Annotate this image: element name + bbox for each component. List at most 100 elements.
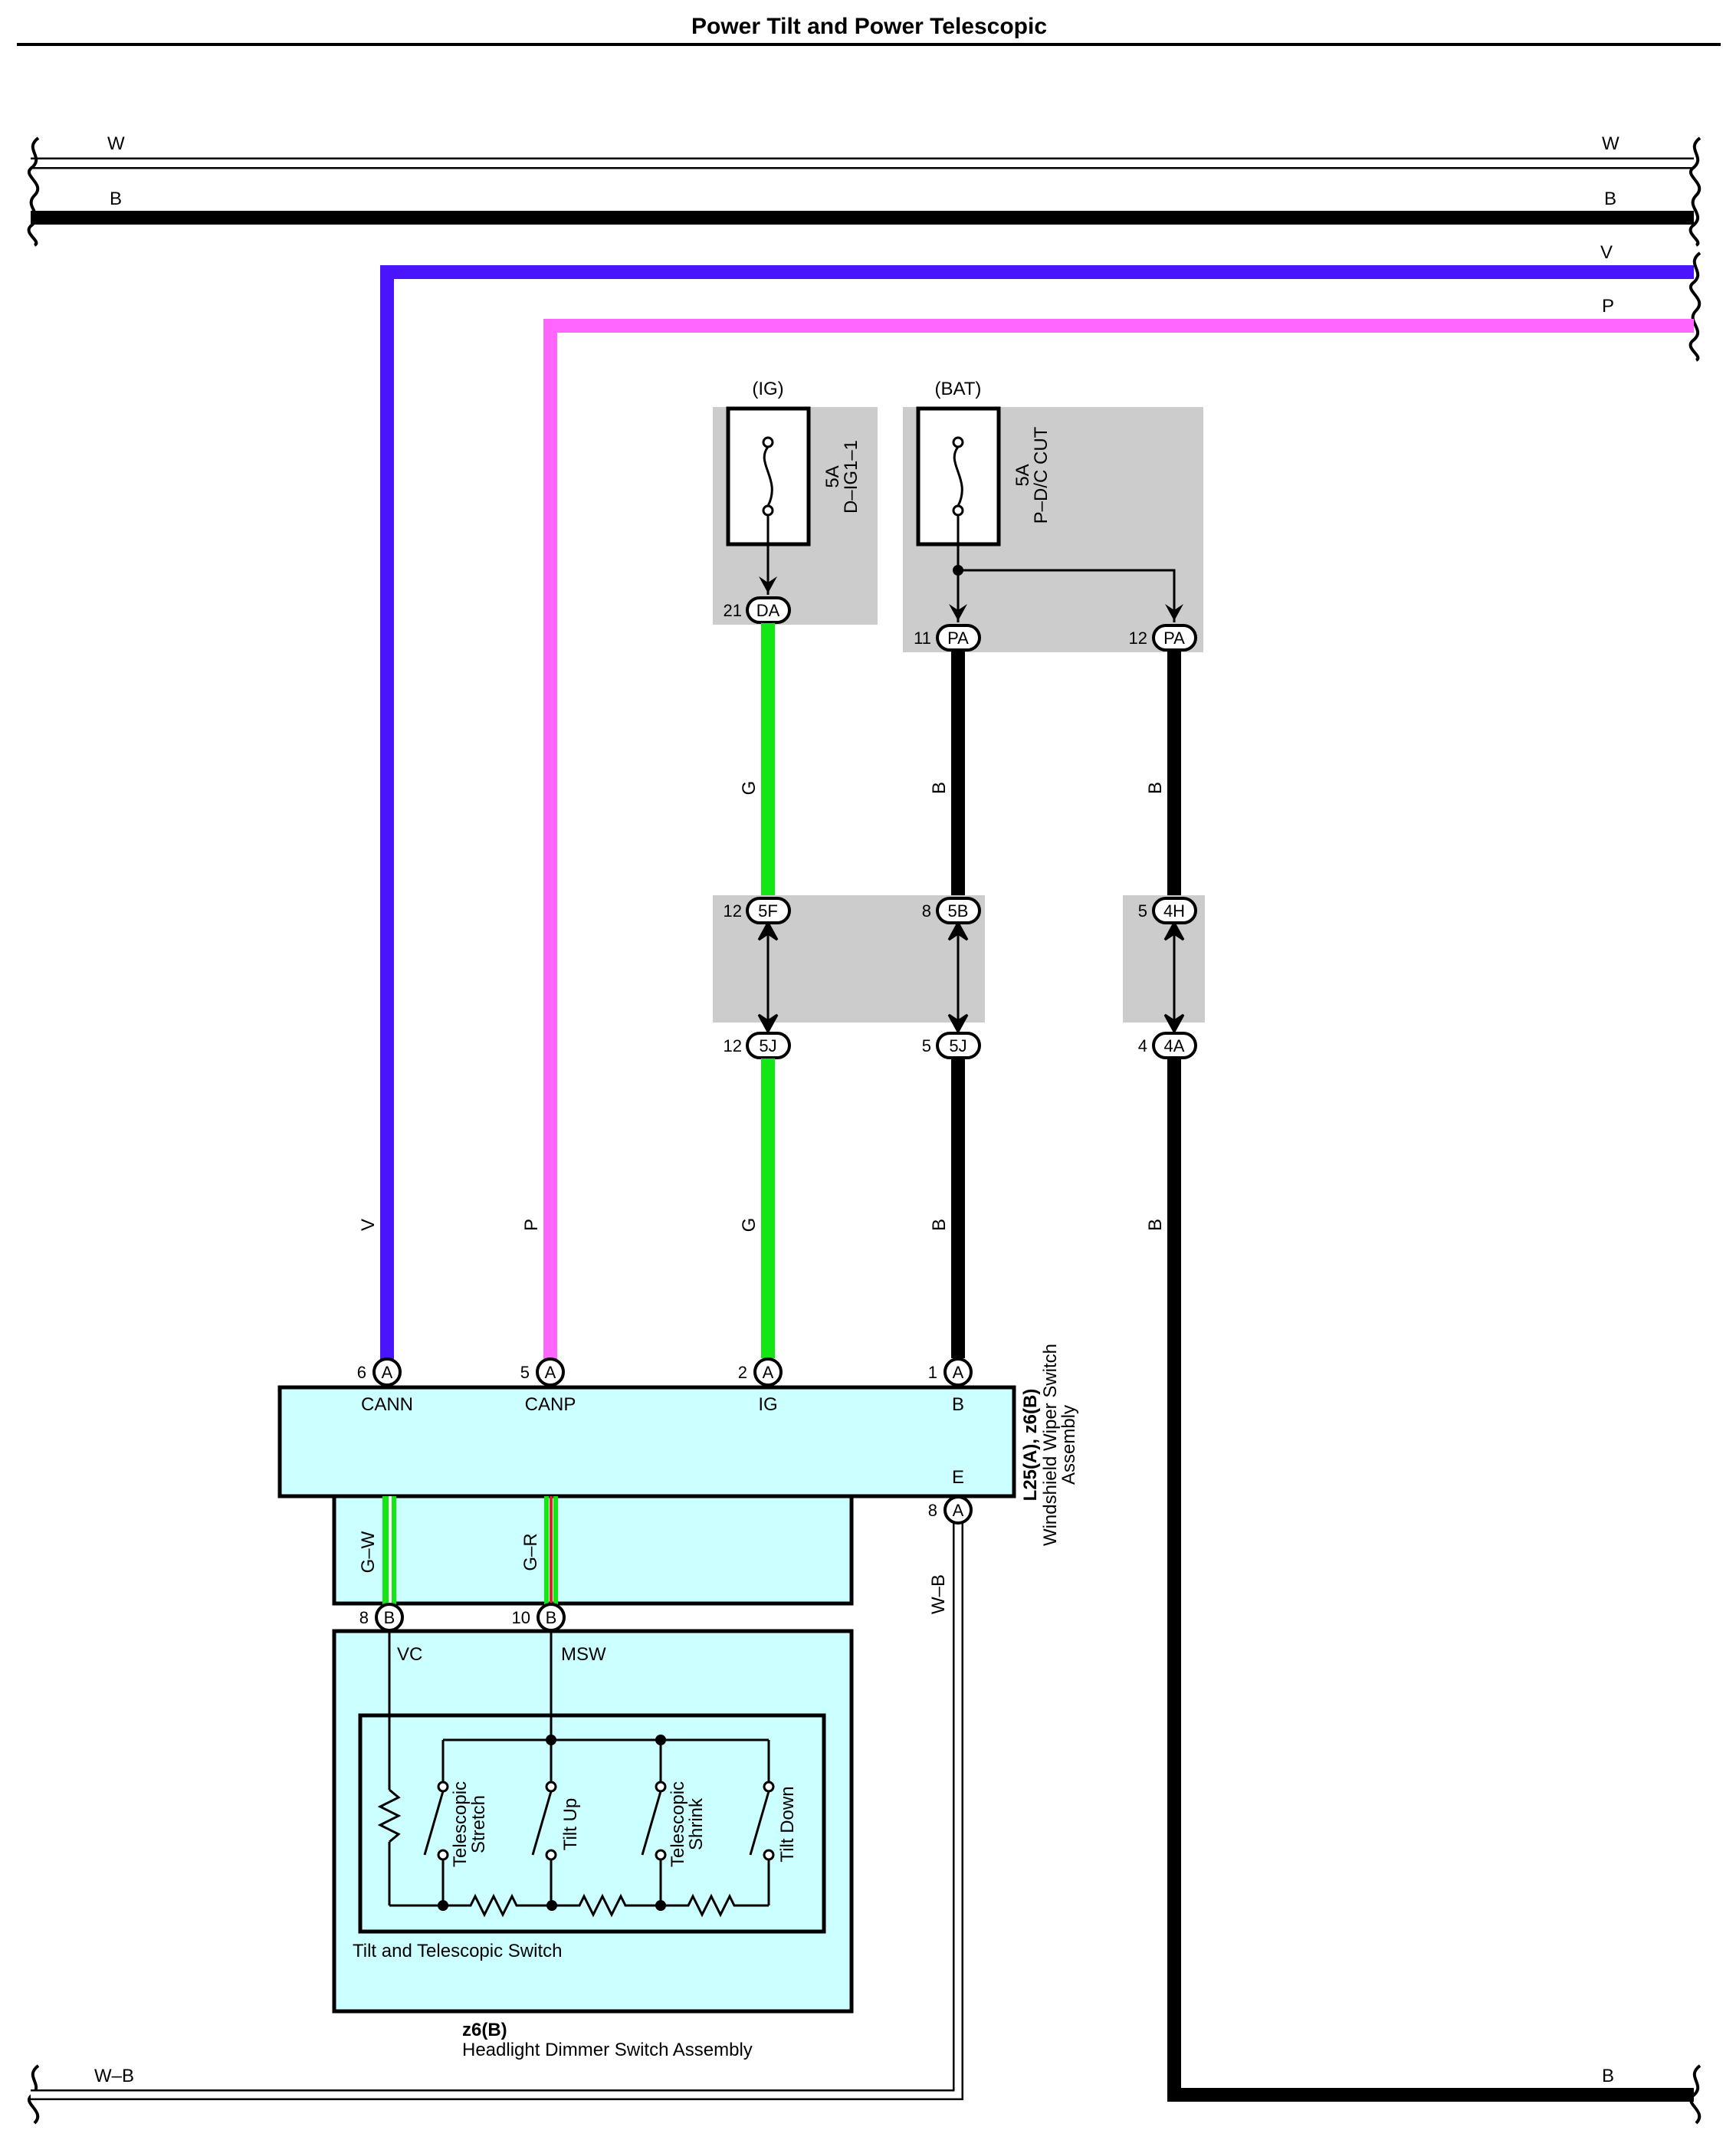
wire-b-upper-1-label: B [929,782,950,794]
fuse-bat-supply: (BAT) [935,379,982,399]
wire-p-label: P [521,1219,542,1231]
connector-5f-label: 5F [758,901,778,921]
connector-5b-label: 5B [948,901,969,921]
connector-5j-12-label: 5J [759,1036,776,1055]
tilt-telescopic-circuit [377,1630,770,1918]
dimmer-pin-msw-conn: B [546,1608,557,1627]
connector-5b-pin: 8 [922,901,931,921]
junction-arrows [757,920,1185,1035]
fuse-ig-name: D–IG1–1 [841,440,861,514]
wiper-pin-canp-label: CANP [525,1394,576,1415]
page-title: Power Tilt and Power Telescopic [691,14,1047,39]
connector-4h-pin: 5 [1138,901,1147,921]
bus-p-right-label: P [1602,296,1614,317]
wire-gw [382,1496,396,1607]
fuse-bat-rating: 5A [1012,464,1033,486]
connector-5j-12: 5J 12 [724,1032,791,1059]
wiper-pin-canp: A 5 CANP [520,1357,576,1415]
switch-telescopic-shrink-line2: Shrink [686,1797,707,1850]
dimmer-pin-msw-num: 10 [512,1608,530,1627]
wiper-pin-e-num: 8 [928,1501,937,1520]
connector-5b: 5B 8 [922,897,981,924]
connector-5f-pin: 12 [724,901,742,921]
connector-da-21: DA 21 [724,596,791,624]
dimmer-pin-msw-label: MSW [561,1644,606,1665]
connector-4a-pin: 4 [1138,1036,1147,1055]
wiper-pin-ig-label: IG [758,1394,777,1415]
wiper-pin-b: A 1 B [928,1357,973,1415]
connector-pa-11-label: PA [947,629,969,648]
wire-gr [544,1496,558,1607]
connector-5j-5-label: 5J [949,1036,966,1055]
wiper-pin-ig-conn: A [763,1363,774,1382]
wiper-switch-assembly [277,1385,1016,1606]
bus-b: B B [31,189,1694,225]
wiper-pin-ig: A 2 IG [738,1357,783,1415]
dimmer-switch-assembly [332,1629,854,2014]
wiper-pin-b-num: 1 [928,1363,937,1382]
wiper-switch-code: L25(A), z6(B) [1020,1389,1041,1502]
dimmer-pin-vc-num: 8 [359,1608,369,1627]
wiper-pin-e-label: E [952,1467,964,1488]
wire-b-ground-run [1167,1059,1694,2102]
bus-b-bottom-right-label: B [1602,2066,1614,2086]
connector-pa-11-pin: 11 [914,629,931,648]
wire-v [380,265,1694,1370]
dimmer-pin-vc-conn: B [384,1608,395,1627]
wiper-pin-e: E A 8 [928,1467,973,1525]
switch-tilt-up: Tilt Up [560,1798,581,1850]
tilt-telescopic-switch [358,1713,826,1934]
fuse-bat-symbol [916,406,1183,622]
bus-b-left-label: B [110,189,122,209]
dimmer-switch-code: z6(B) [462,2020,507,2040]
wire-wb-label: W–B [928,1574,949,1614]
wiper-pin-ig-num: 2 [738,1363,747,1382]
wire-wb [31,1522,963,2100]
switch-telescopic-stretch-line2: Stretch [468,1795,489,1853]
wire-v-label: V [358,1219,379,1231]
switch-telescopic-stretch-line1: Telescopic [450,1781,471,1867]
connector-da-pin: 21 [724,601,742,620]
wiper-pin-cann: A 6 CANN [357,1357,413,1415]
bus-w: W W [31,133,1694,169]
wire-gw-label: G–W [358,1531,379,1573]
tilt-telescopic-nodes [437,1735,775,1911]
connector-4h-label: 4H [1163,901,1185,921]
wire-p [543,319,1694,1370]
connector-5j-5-pin: 5 [922,1036,931,1055]
bus-w-left-label: W [107,133,125,154]
fuse-ig-symbol [726,406,811,595]
wiper-pin-cann-num: 6 [357,1363,366,1382]
wire-g-lower-label: G [739,1218,760,1233]
connector-4a-label: 4A [1164,1036,1185,1055]
connector-pa-12-label: PA [1163,629,1185,648]
bus-b-right-label: B [1604,189,1616,209]
wiper-pin-cann-conn: A [382,1363,393,1382]
connector-4a: 4A 4 [1138,1032,1197,1059]
connector-pa-12: PA 12 [1129,624,1197,652]
connector-5j-5: 5J 5 [922,1032,981,1059]
bus-wb-left-label: W–B [94,2066,134,2086]
wire-b-ground-label: B [1145,1219,1166,1231]
wiper-pin-b-label: B [952,1394,964,1415]
connector-4h: 4H 5 [1138,897,1197,924]
wiper-pin-b-conn: A [953,1363,964,1382]
wire-b-lower-label: B [929,1219,950,1231]
wiper-switch-name-line2: Assembly [1058,1405,1079,1485]
wiper-pin-canp-num: 5 [520,1363,530,1382]
switch-tilt-down: Tilt Down [777,1786,798,1862]
connector-pa-12-pin: 12 [1129,629,1147,648]
wiper-pin-e-conn: A [953,1501,964,1520]
wire-gr-label: G–R [520,1533,541,1571]
wire-g-upper-label: G [739,781,760,796]
fuse-ig-supply: (IG) [752,379,783,399]
connector-da-label: DA [756,601,780,620]
dimmer-pin-vc-label: VC [397,1644,422,1665]
wire-b-upper-2-label: B [1145,782,1166,794]
fuse-bat-name: P–D/C CUT [1031,426,1052,524]
tilt-telescopic-switch-label: Tilt and Telescopic Switch [353,1941,562,1961]
wiper-pin-canp-conn: A [545,1363,556,1382]
connector-5f: 5F 12 [724,897,791,924]
dimmer-switch-name: Headlight Dimmer Switch Assembly [462,2040,753,2060]
